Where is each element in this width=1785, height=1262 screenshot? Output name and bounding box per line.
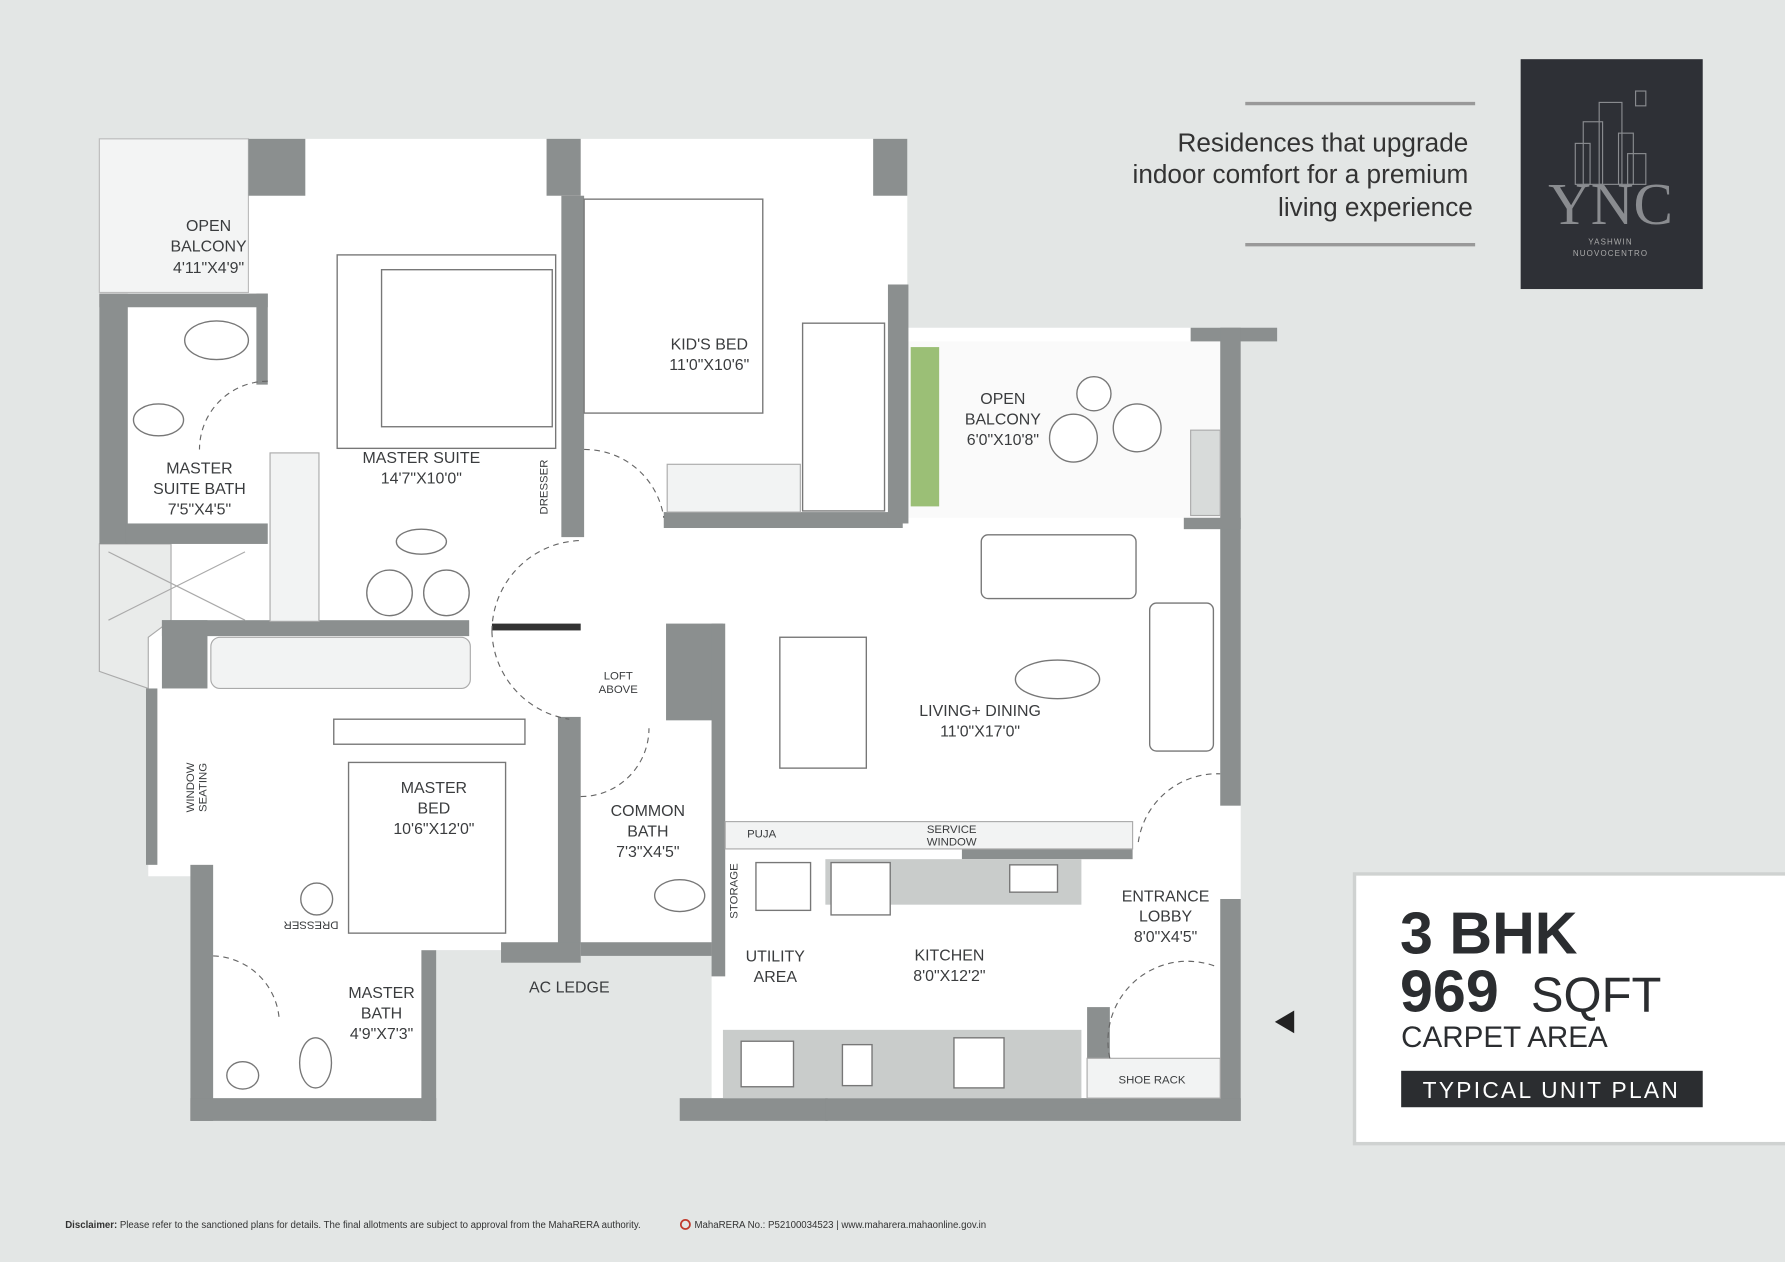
master-bed-dim: 10'6"X12'0" xyxy=(393,821,474,838)
ms-bath-dim: 7'5"X4'5" xyxy=(168,501,231,518)
kitchen-dim: 8'0"X12'2" xyxy=(913,968,985,985)
ms-bath-name1: MASTER xyxy=(166,460,232,477)
living-dim: 11'0"X17'0" xyxy=(940,723,1020,740)
dresser-label-2: DRESSER xyxy=(284,919,339,931)
typical-unit-plan-label: TYPICAL UNIT PLAN xyxy=(1423,1077,1680,1103)
carpet-area-label: CARPET AREA xyxy=(1401,1021,1608,1054)
service-window-line2: WINDOW xyxy=(927,837,977,849)
master-bath-name2: BATH xyxy=(361,1005,402,1022)
window-seating-line1: WINDOW xyxy=(185,762,197,812)
kids-bed-dim: 11'0"X10'6" xyxy=(669,357,749,374)
balcony1-dim: 4'11"X4'9" xyxy=(173,260,244,277)
shoe-rack-label: SHOE RACK xyxy=(1118,1074,1185,1086)
master-bath-dim: 4'9"X7'3" xyxy=(350,1026,413,1043)
kids-bed-name: KID'S BED xyxy=(671,336,748,353)
utility-name2: AREA xyxy=(754,969,798,986)
service-window-line1: SERVICE xyxy=(927,824,977,836)
puja-label: PUJA xyxy=(747,829,776,841)
master-bath-name1: MASTER xyxy=(348,985,414,1002)
balcony1-name2: BALCONY xyxy=(171,238,247,255)
room-labels: OPEN BALCONY 4'11"X4'9" MASTER SUITE BAT… xyxy=(153,218,1209,1086)
tagline-line-3: living experience xyxy=(1278,192,1473,222)
common-bath-dim: 7'3"X4'5" xyxy=(616,844,679,861)
unit-type: 3 BHK xyxy=(1400,900,1578,967)
balcony2-dim: 6'0"X10'8" xyxy=(967,432,1039,449)
logo-line-2: NUOVOCENTRO xyxy=(1573,249,1648,258)
ms-bath-name2: SUITE BATH xyxy=(153,481,246,498)
unit-info-box: 3 BHK 969 SQFT CARPET AREA TYPICAL UNIT … xyxy=(1352,872,1785,1146)
tagline-line-2: indoor comfort for a premium xyxy=(1133,159,1469,189)
floor-plan xyxy=(98,138,1295,1121)
storage-label: STORAGE xyxy=(729,863,741,919)
balcony1-name1: OPEN xyxy=(186,218,231,235)
area-unit: SQFT xyxy=(1531,969,1661,1023)
loft-line2: ABOVE xyxy=(599,684,639,696)
ac-ledge-label: AC LEDGE xyxy=(529,979,610,996)
loft-line1: LOFT xyxy=(604,670,633,682)
balcony2-name2: BALCONY xyxy=(965,411,1041,428)
disclaimer-text: Please refer to the sanctioned plans for… xyxy=(120,1220,641,1231)
entrance-arrow-icon xyxy=(1274,1010,1295,1034)
area-value: 969 xyxy=(1400,958,1499,1025)
common-bath-name1: COMMON xyxy=(611,803,685,820)
ync-logo: YNC YASHWIN NUOVOCENTRO xyxy=(1520,59,1703,290)
kitchen-name: KITCHEN xyxy=(914,947,984,964)
entrance-dim: 8'0"X4'5" xyxy=(1134,929,1197,946)
logo-letters: YNC xyxy=(1548,171,1673,237)
tagline: Residences that upgrade indoor comfort f… xyxy=(1133,101,1476,247)
utility-name1: UTILITY xyxy=(746,949,806,966)
master-bed-name2: BED xyxy=(418,801,451,818)
disclaimer-label: Disclaimer: xyxy=(65,1220,117,1231)
maharera-icon xyxy=(679,1219,691,1230)
living-name: LIVING+ DINING xyxy=(919,703,1041,720)
dresser-label-1: DRESSER xyxy=(539,460,551,515)
window-seating-line2: SEATING xyxy=(197,763,209,812)
balcony2-name1: OPEN xyxy=(980,391,1025,408)
master-suite-name: MASTER SUITE xyxy=(363,450,481,467)
logo-line-1: YASHWIN xyxy=(1588,238,1633,247)
tagline-line-1: Residences that upgrade xyxy=(1177,127,1468,157)
master-suite-dim: 14'7"X10'0" xyxy=(381,471,462,488)
entrance-name2: LOBBY xyxy=(1139,909,1192,926)
common-bath-name2: BATH xyxy=(627,823,668,840)
rera-number: MahaRERA No.: P52100034523 | www.maharer… xyxy=(694,1220,986,1231)
footer: Disclaimer: Please refer to the sanction… xyxy=(65,1219,986,1231)
master-bed-name1: MASTER xyxy=(401,780,467,797)
entrance-name1: ENTRANCE xyxy=(1122,888,1210,905)
